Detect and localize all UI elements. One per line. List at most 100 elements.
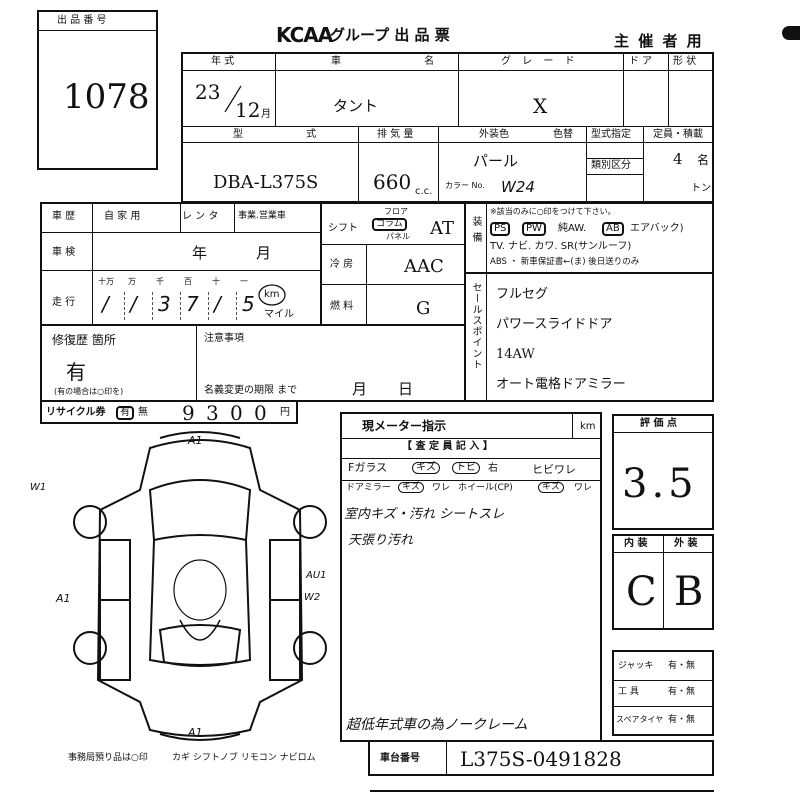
grade-label: グ レ ー ド	[501, 56, 579, 67]
recycle-box: リサイクル券 有 無 9 3 0 0 円	[40, 400, 298, 424]
color-no-value: W24	[501, 178, 535, 196]
equip-ps: PS	[490, 222, 511, 236]
notes-label: 注意事項	[204, 333, 244, 344]
expiry-label: 名義変更の期限 まで	[204, 385, 298, 396]
shift-value: AT	[430, 218, 455, 239]
grade-value: X	[533, 94, 548, 118]
mileage-digit: /	[102, 292, 109, 316]
chassis-value: L375S-0491828	[460, 747, 622, 771]
color-no-label: カラー No.	[445, 181, 485, 190]
mileage-digit-label: 千	[156, 277, 164, 286]
mileage-digit-label: 百	[184, 277, 192, 286]
repair-value: 有	[66, 360, 86, 384]
repair-note: (有の場合は○印を)	[54, 387, 124, 396]
equip-ab: AB	[602, 222, 624, 236]
meter-unit: km	[580, 421, 596, 432]
load-unit: トン	[691, 183, 711, 194]
damage-mark: A1	[55, 592, 71, 605]
selling-point-item: フルセグ	[496, 287, 549, 302]
fglass-scratch: キズ	[412, 462, 440, 474]
brand-logo: KCAA	[276, 23, 333, 47]
mirror-scratch: キズ	[398, 482, 425, 493]
shape-label: 形 状	[673, 56, 697, 67]
year-value: 23	[195, 80, 221, 104]
lot-number-value: 1078	[63, 77, 150, 117]
damage-mark: A1	[187, 726, 203, 739]
mirror-label: ドアミラー	[346, 483, 391, 493]
usage-label: 車 歴	[52, 211, 76, 222]
recycle-none: 無	[138, 407, 148, 418]
accessory-label: 工 具	[618, 687, 639, 697]
mileage-unit-km: km	[264, 289, 280, 300]
recycle-digit: 3	[206, 401, 219, 425]
capacity-label: 定員・積載	[653, 129, 703, 140]
spec-table: シフト フロア コラム パネル AT 冷 房 AAC 燃 料 G	[320, 202, 466, 326]
recycle-label: リサイクル券	[46, 407, 106, 418]
shift-option-floor: フロア	[384, 207, 408, 216]
chassis-label: 車台番号	[380, 753, 420, 764]
accessory-label: ジャッキ	[618, 661, 654, 671]
usage-option-private: 自 家 用	[104, 211, 141, 222]
car-diagram: A1 W1 A1 AU1 W2 A1	[30, 431, 327, 741]
accessories-box: ジャッキ 有・無 工 具 有・無 スペアタイヤ 有・無	[612, 650, 714, 736]
mileage-digits: 十万 万 千 百 十 一 / / 3 7 / 5	[98, 276, 258, 324]
mileage-digit-label: 一	[240, 277, 248, 286]
chassis-box: 車台番号 L375S-0491828	[368, 740, 714, 776]
inspection-year-unit: 年	[192, 244, 208, 262]
score-box: 評 価 点 3.5	[612, 414, 714, 530]
selling-points-box: セールスポイント フルセグ パワースライドドア 14AW オート電格ドアミラー	[464, 272, 714, 402]
mileage-digit: 7	[186, 292, 199, 316]
accessory-value: 有・無	[668, 687, 696, 697]
name-label: 車 名	[331, 56, 475, 67]
accessory-value: 有・無	[668, 661, 696, 671]
interior-exterior-box: 内 装 外 装 C B	[612, 534, 714, 630]
fglass-crack: ヒビワレ	[532, 463, 576, 476]
wheel-crack: ワレ	[574, 483, 593, 493]
color-value: パール	[473, 152, 519, 170]
mileage-unit-mile: マイル	[264, 309, 294, 320]
color-label: 外装色	[479, 129, 509, 140]
equip-row3: ABS ・ 新車保証書←(ま) 後日送りのみ	[490, 257, 640, 267]
mileage-digit: /	[130, 292, 137, 316]
selling-point-item: パワースライドドア	[496, 317, 613, 332]
shift-label: シフト	[328, 223, 358, 234]
usage-option-rental: レ ン タ	[182, 211, 219, 222]
lot-number-box: 出 品 番 号 1078	[37, 10, 158, 170]
corner-mark	[782, 26, 800, 40]
damage-mark: AU1	[305, 570, 327, 581]
equipment-label: 装備	[470, 216, 481, 248]
expiry-day: 日	[398, 380, 414, 398]
handwritten-note: 天張り汚れ	[348, 533, 414, 548]
equip-airbag: エアバック)	[630, 223, 684, 234]
type-value: DBA-L375S	[213, 172, 319, 193]
paint-change-label: 色替	[553, 129, 573, 140]
recycle-digit: 9	[182, 401, 195, 425]
inspection-label: 車 検	[52, 247, 76, 258]
inspector-label: 【 査 定 員 記 入 】	[402, 441, 493, 452]
history-table: 車 歴 自 家 用 レ ン タ 事業.営業車 車 検 年 月 走 行 十万 万 …	[40, 202, 322, 326]
wheel-label: ホイール(CP)	[458, 483, 513, 493]
month-value: 12	[235, 98, 261, 122]
cc-unit: c.c.	[415, 186, 433, 197]
ac-value: AAC	[404, 256, 444, 277]
handwritten-note: 室内キズ・汚れ シートスレ	[344, 507, 505, 522]
class-label: 類別区分	[591, 160, 631, 171]
shift-option-panel: パネル	[386, 232, 410, 241]
office-label: 事務局預り品は○印	[68, 753, 148, 763]
expiry-month: 月	[352, 380, 368, 398]
fuel-label: 燃 料	[330, 301, 354, 312]
selling-point-item: オート電格ドアミラー	[496, 377, 626, 392]
inspection-month-unit: 月	[256, 244, 272, 262]
equipment-table: 装備 ※該当のみに○印をつけて下さい。 PS PW 純AW. AB エアバック)…	[464, 202, 714, 274]
name-value: タント	[333, 97, 379, 115]
shift-option-column: コラム	[372, 218, 407, 231]
exterior-value: B	[674, 569, 704, 615]
capacity-unit: 名	[697, 153, 710, 167]
km-circle	[258, 284, 286, 306]
month-unit: 月	[261, 109, 271, 120]
wheel-scratch: キズ	[538, 482, 565, 493]
mileage-digit-label: 十万	[98, 277, 114, 286]
recycle-digit: 0	[230, 401, 243, 425]
recycle-yen: 円	[280, 407, 290, 418]
fglass-right: 右	[488, 463, 498, 474]
